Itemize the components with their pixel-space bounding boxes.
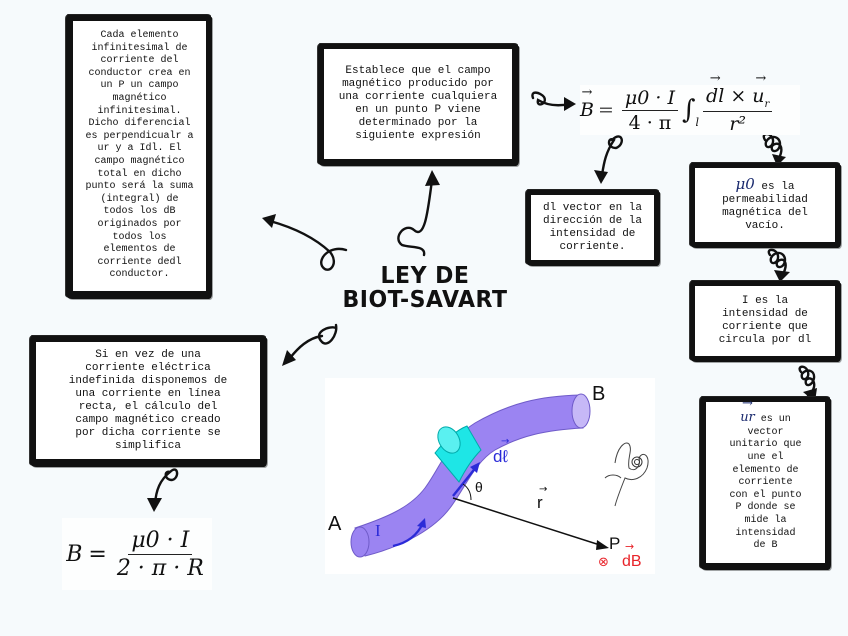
card-dl-vector-text: dl vector en la dirección de la intensid… bbox=[542, 201, 643, 253]
biot-savart-formula: B = μ0 · I 4 · π ∫ l dl × ur r² bbox=[580, 71, 800, 135]
formula-lhs-B: B bbox=[580, 85, 594, 121]
arrow-to-straight-formula bbox=[153, 468, 179, 506]
right-hand-icon bbox=[604, 442, 649, 507]
arrow-to-top-left-card bbox=[268, 219, 348, 271]
svg-text:→: → bbox=[625, 540, 634, 553]
title-line-1: LEY DE bbox=[380, 262, 470, 290]
card-dl-vector: dl vector en la dirección de la intensid… bbox=[526, 190, 659, 265]
svg-text:→: → bbox=[501, 436, 509, 447]
page-title: LEY DE BIOT-SAVART bbox=[330, 264, 520, 312]
formula2-num: μ0 · I bbox=[128, 528, 193, 555]
formula-coef-num: μ0 · I bbox=[621, 87, 678, 111]
arrow-to-bottom-left-card bbox=[288, 323, 338, 360]
card-current-I: I es la intensidad de corriente que circ… bbox=[690, 281, 840, 361]
dl-arrow-icon bbox=[452, 465, 478, 497]
wire-end-B bbox=[571, 393, 591, 429]
wire-end-A bbox=[350, 526, 370, 558]
ur-symbol: ur bbox=[740, 399, 755, 425]
formula-coefficient: μ0 · I 4 · π bbox=[621, 87, 678, 134]
label-A: A bbox=[328, 513, 342, 535]
label-I: I bbox=[375, 521, 381, 540]
formula2-fraction: μ0 · I 2 · π · R bbox=[117, 528, 204, 581]
card-law-statement-text: Establece que el campo magnético produci… bbox=[338, 65, 498, 142]
card-mu0-text: es la permeabilidad magnética del vacío. bbox=[722, 180, 808, 232]
integral-sign: ∫ bbox=[681, 95, 696, 125]
arrow-to-dl-card bbox=[600, 135, 623, 177]
arrow-to-top-center-card bbox=[397, 178, 434, 257]
card-infinitesimal-element: Cada elemento infinitesimal de corriente… bbox=[66, 15, 211, 298]
arrow-to-formula bbox=[531, 91, 572, 107]
formula-u: u bbox=[752, 85, 765, 108]
label-otimes: ⊗ bbox=[598, 555, 609, 570]
biot-savart-figure: A B I dℓ θ r P ⊗ dB → → → bbox=[325, 378, 655, 574]
title-line-2: BIOT-SAVART bbox=[342, 286, 508, 314]
card-infinitesimal-element-text: Cada elemento infinitesimal de corriente… bbox=[85, 30, 194, 281]
formula-integrand: dl × ur r² bbox=[703, 71, 773, 135]
formula2-lhs-B: B bbox=[66, 541, 83, 567]
formula-equals: = bbox=[597, 99, 614, 121]
card-current-I-text: I es la intensidad de corriente que circ… bbox=[718, 295, 812, 346]
arrow-to-mu-card bbox=[762, 132, 783, 162]
label-B: B bbox=[592, 383, 605, 405]
arrow-to-ur-card bbox=[798, 365, 816, 398]
label-r: r bbox=[537, 493, 543, 512]
formula-cross: × bbox=[730, 85, 747, 108]
card-mu0: μ0 es la permeabilidad magnética del vac… bbox=[690, 163, 840, 247]
formula2-equals: = bbox=[88, 541, 107, 567]
label-dB: dB bbox=[622, 553, 642, 570]
formula-u-sub: r bbox=[764, 98, 770, 110]
formula2-den: 2 · π · R bbox=[116, 555, 204, 581]
wire-diagram: A B I dℓ θ r P ⊗ dB → → → bbox=[328, 383, 649, 570]
card-law-statement: Establece que el campo magnético produci… bbox=[318, 44, 518, 165]
squiggle-mu-to-I bbox=[767, 248, 787, 278]
card-straight-wire: Si en vez de una corriente eléctrica ind… bbox=[30, 336, 266, 466]
formula-r-squared: r² bbox=[729, 112, 747, 135]
label-theta: θ bbox=[475, 479, 483, 495]
card-straight-wire-text: Si en vez de una corriente eléctrica ind… bbox=[68, 348, 228, 452]
label-P: P bbox=[609, 534, 620, 553]
svg-text:→: → bbox=[539, 484, 547, 495]
card-unit-vector: ur es un vector unitario que une el elem… bbox=[700, 397, 830, 569]
r-vector-icon bbox=[452, 497, 604, 547]
formula-coef-den: 4 · π bbox=[628, 111, 672, 134]
formula-dl: dl bbox=[706, 71, 725, 107]
mu0-symbol: μ0 bbox=[735, 174, 755, 193]
integral-subscript: l bbox=[695, 116, 700, 129]
card-unit-vector-text: es un vector unitario que une el element… bbox=[729, 414, 802, 552]
straight-wire-formula: B = μ0 · I 2 · π · R bbox=[62, 518, 212, 590]
label-dl: dℓ bbox=[493, 447, 508, 466]
